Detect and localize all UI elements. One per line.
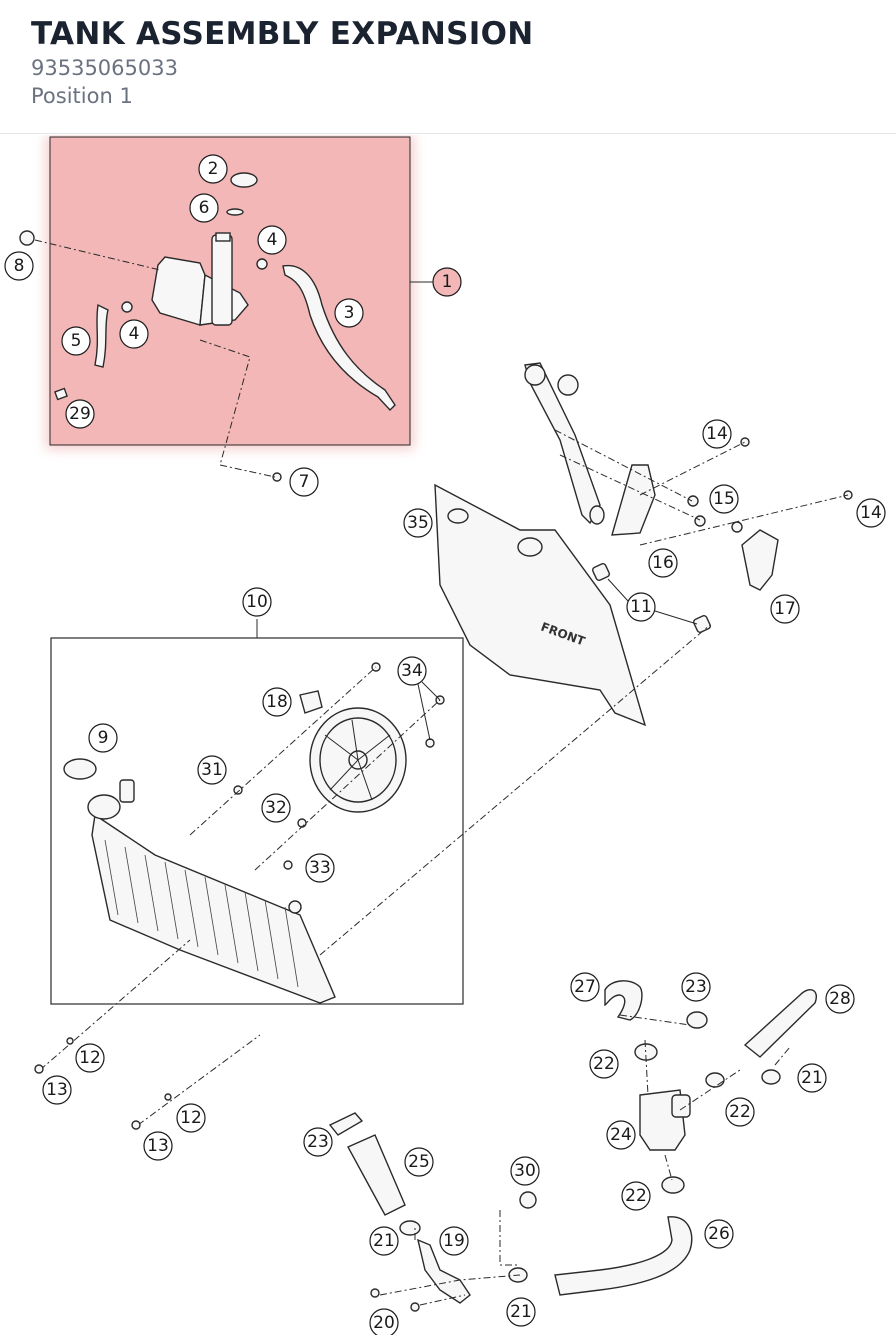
callout-35[interactable]: 35 [403, 508, 433, 538]
svg-text:26: 26 [708, 1224, 730, 1244]
svg-text:4: 4 [129, 324, 140, 344]
callout-19[interactable]: 19 [439, 1226, 469, 1256]
svg-text:21: 21 [373, 1231, 395, 1251]
svg-text:9: 9 [98, 728, 109, 748]
callout-12[interactable]: 12 [75, 1043, 105, 1073]
callout-33[interactable]: 33 [305, 853, 335, 883]
callout-22[interactable]: 22 [621, 1181, 651, 1211]
svg-text:34: 34 [401, 661, 423, 681]
callout-25[interactable]: 25 [404, 1147, 434, 1177]
callout-28[interactable]: 28 [825, 984, 855, 1014]
callout-14[interactable]: 14 [702, 419, 732, 449]
svg-text:11: 11 [630, 597, 652, 617]
svg-text:29: 29 [69, 404, 91, 424]
svg-text:5: 5 [71, 331, 82, 351]
hose-thermostat-drawing [328, 980, 817, 1312]
callout-24[interactable]: 24 [606, 1120, 636, 1150]
svg-text:21: 21 [510, 1302, 532, 1322]
exploded-parts-diagram: FRONT [4, 135, 886, 1335]
svg-text:17: 17 [774, 599, 796, 619]
svg-text:13: 13 [147, 1136, 169, 1156]
svg-text:3: 3 [344, 303, 355, 323]
svg-text:22: 22 [593, 1054, 615, 1074]
callout-30[interactable]: 30 [510, 1156, 540, 1186]
svg-text:22: 22 [625, 1186, 647, 1206]
svg-text:25: 25 [408, 1152, 430, 1172]
svg-text:7: 7 [299, 472, 310, 492]
svg-text:19: 19 [443, 1231, 465, 1251]
cover-plate-drawing: FRONT [319, 483, 711, 956]
svg-text:10: 10 [246, 592, 268, 612]
callout-31[interactable]: 31 [197, 755, 227, 785]
svg-text:24: 24 [610, 1125, 632, 1145]
svg-text:35: 35 [407, 513, 429, 533]
callout-34[interactable]: 34 [397, 656, 427, 686]
callout-22[interactable]: 22 [725, 1097, 755, 1127]
callout-21[interactable]: 21 [369, 1226, 399, 1256]
svg-text:27: 27 [574, 977, 596, 997]
svg-text:22: 22 [729, 1102, 751, 1122]
callout-4[interactable]: 4 [119, 319, 149, 349]
svg-text:14: 14 [706, 424, 728, 444]
svg-text:32: 32 [265, 798, 287, 818]
callout-4[interactable]: 4 [257, 225, 287, 255]
callout-10[interactable]: 10 [242, 587, 272, 617]
mounting-bracket-drawing [524, 362, 853, 634]
callout-5[interactable]: 5 [61, 326, 91, 356]
callout-23[interactable]: 23 [681, 972, 711, 1002]
callout-15[interactable]: 15 [709, 484, 739, 514]
callout-2[interactable]: 2 [198, 154, 228, 184]
callout-8[interactable]: 8 [4, 251, 34, 281]
svg-text:14: 14 [860, 503, 882, 523]
callout-14[interactable]: 14 [856, 498, 886, 528]
callout-16[interactable]: 16 [648, 548, 678, 578]
svg-text:28: 28 [829, 989, 851, 1009]
svg-text:1: 1 [442, 272, 453, 292]
page-header: TANK ASSEMBLY EXPANSION 93535065033 Posi… [0, 0, 896, 134]
svg-text:33: 33 [309, 858, 331, 878]
callout-27[interactable]: 27 [570, 972, 600, 1002]
callout-21[interactable]: 21 [506, 1297, 536, 1327]
svg-text:16: 16 [652, 553, 674, 573]
callout-17[interactable]: 17 [770, 594, 800, 624]
callout-21[interactable]: 21 [797, 1063, 827, 1093]
svg-text:23: 23 [685, 977, 707, 997]
svg-text:12: 12 [79, 1048, 101, 1068]
expansion-tank-drawing [19, 172, 396, 482]
callout-3[interactable]: 3 [334, 298, 364, 328]
page-title: TANK ASSEMBLY EXPANSION [31, 16, 534, 52]
callout-7[interactable]: 7 [289, 467, 319, 497]
callout-9[interactable]: 9 [88, 723, 118, 753]
svg-text:8: 8 [14, 256, 25, 276]
svg-text:21: 21 [801, 1068, 823, 1088]
callout-22[interactable]: 22 [589, 1049, 619, 1079]
svg-text:20: 20 [373, 1313, 395, 1333]
callout-18[interactable]: 18 [262, 687, 292, 717]
callout-group: 1 2 3 4 4 5 6 7 8 29 9 10 11 12 12 13 13… [4, 154, 886, 1335]
svg-text:2: 2 [208, 159, 219, 179]
callout-6[interactable]: 6 [189, 193, 219, 223]
callout-26[interactable]: 26 [704, 1219, 734, 1249]
callout-32[interactable]: 32 [261, 793, 291, 823]
radiator-fins [104, 839, 299, 988]
svg-text:12: 12 [180, 1108, 202, 1128]
svg-text:30: 30 [514, 1161, 536, 1181]
svg-text:6: 6 [199, 198, 210, 218]
svg-text:31: 31 [201, 760, 223, 780]
callout-1[interactable]: 1 [432, 267, 462, 297]
callout-13[interactable]: 13 [42, 1075, 72, 1105]
part-number: 93535065033 [31, 56, 178, 80]
callout-11[interactable]: 11 [626, 592, 656, 622]
callout-29[interactable]: 29 [65, 399, 95, 429]
position-label: Position 1 [31, 84, 133, 108]
svg-text:18: 18 [266, 692, 288, 712]
svg-text:23: 23 [307, 1132, 329, 1152]
callout-13[interactable]: 13 [143, 1131, 173, 1161]
callout-23[interactable]: 23 [303, 1127, 333, 1157]
callout-12[interactable]: 12 [176, 1103, 206, 1133]
svg-text:15: 15 [713, 489, 735, 509]
svg-text:13: 13 [46, 1080, 68, 1100]
svg-text:4: 4 [267, 230, 278, 250]
callout-20[interactable]: 20 [369, 1308, 399, 1335]
